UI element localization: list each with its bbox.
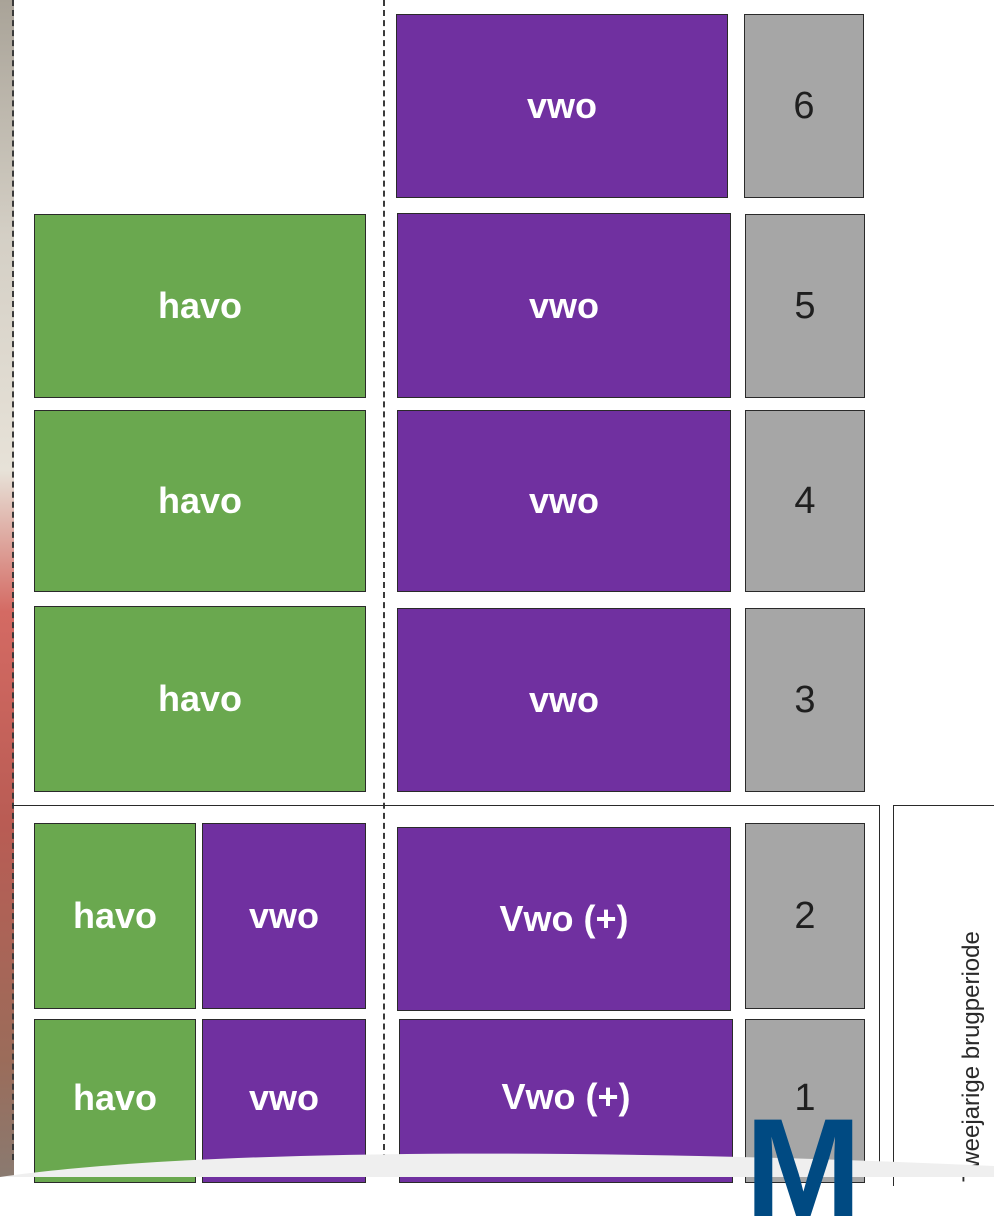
vwo-plus-label: Vwo (+) [501, 1076, 631, 1117]
brugperiode-bracket [893, 805, 994, 1186]
havo-block-year-4: havo [34, 410, 366, 592]
vwo-label: vwo [248, 1077, 319, 1118]
bottom-wave-overlay [0, 1153, 994, 1177]
left-dashed-divider [12, 0, 14, 1160]
vwo-small-block-year-2: vwo [202, 823, 366, 1009]
year-box-4: 4 [745, 410, 865, 592]
center-dashed-divider [383, 0, 385, 1160]
vwo-block-year-6: vwo [396, 14, 728, 198]
school-logo: M [745, 1098, 862, 1218]
year-box-5: 5 [745, 214, 865, 398]
vwo-block-year-3: vwo [397, 608, 731, 792]
brugperiode-right-border [879, 805, 880, 1177]
havo-label: havo [157, 480, 243, 521]
vwo-plus-block-year-2: Vwo (+) [397, 827, 731, 1011]
year-number: 6 [793, 84, 815, 127]
havo-label: havo [72, 895, 158, 936]
vwo-label: vwo [528, 679, 599, 720]
year-box-3: 3 [745, 608, 865, 792]
havo-block-year-3: havo [34, 606, 366, 792]
year-number: 3 [794, 678, 816, 721]
year-box-6: 6 [744, 14, 864, 198]
year-box-2: 2 [745, 823, 865, 1009]
brugperiode-label: Tweejarige brugperiode [958, 931, 985, 1182]
background-photo-edge [0, 0, 14, 1177]
havo-block-year-2: havo [34, 823, 196, 1009]
vwo-block-year-5: vwo [397, 213, 731, 398]
vwo-block-year-4: vwo [397, 410, 731, 592]
year-number: 1 [794, 1076, 816, 1119]
vwo-plus-label: Vwo (+) [499, 898, 629, 939]
vwo-label: vwo [248, 895, 319, 936]
havo-label: havo [72, 1077, 158, 1118]
vwo-label: vwo [528, 480, 599, 521]
year-number: 2 [794, 894, 816, 937]
vwo-label: vwo [528, 284, 599, 326]
vwo-label: vwo [526, 85, 597, 126]
havo-label: havo [157, 678, 243, 719]
year-number: 4 [794, 479, 816, 522]
havo-block-year-1: havo [34, 1019, 196, 1183]
havo-label: havo [157, 285, 243, 326]
havo-block-year-5: havo [34, 214, 366, 398]
brugperiode-separator [12, 805, 880, 806]
year-box-1: 1 [745, 1019, 865, 1183]
year-number: 5 [794, 284, 816, 327]
